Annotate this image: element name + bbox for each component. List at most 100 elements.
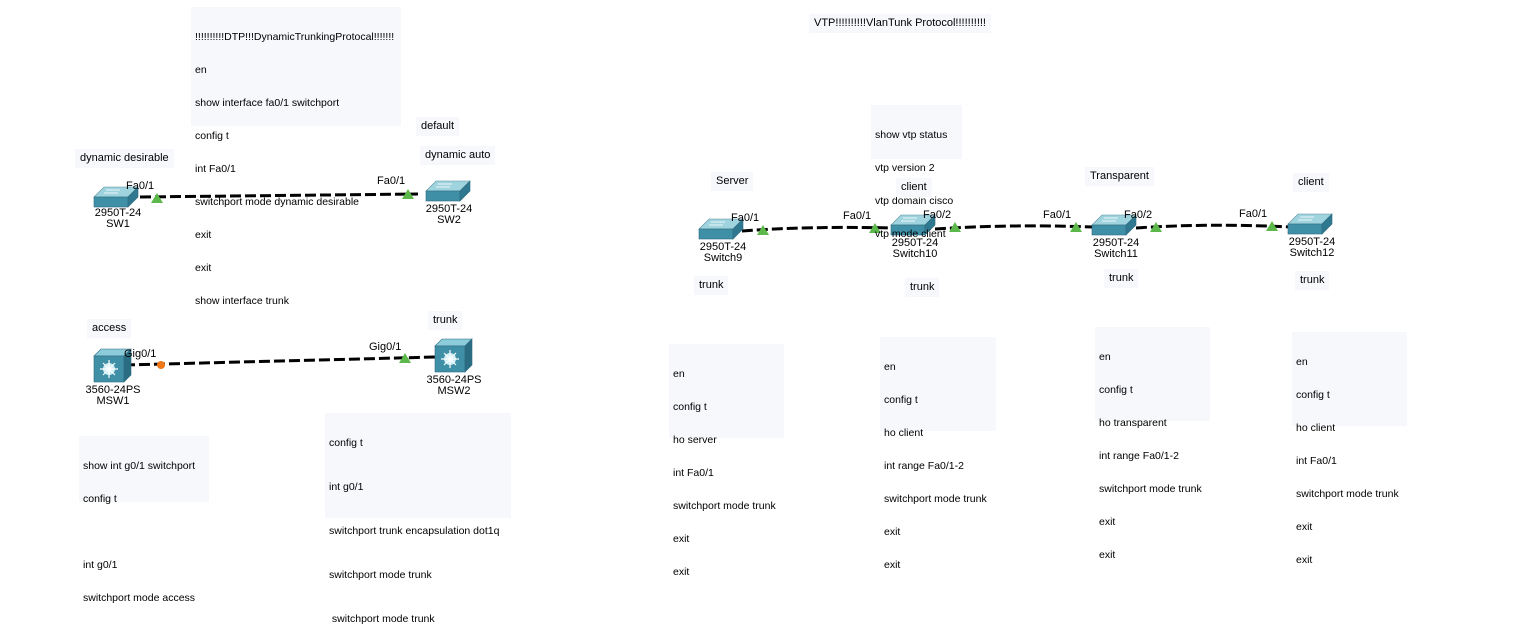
- dtp-command-note[interactable]: !!!!!!!!!!DTP!!!DynamicTrunkingProtocal!…: [191, 7, 401, 307]
- vtp-status-command: vtp domain cisco: [875, 195, 954, 207]
- client2-command: exit: [1296, 521, 1313, 533]
- server-command: ho server: [673, 434, 717, 446]
- port-label-switch11-right: Fa0/2: [1124, 209, 1153, 221]
- dtp-command: en: [195, 64, 207, 76]
- transparent-command: exit: [1099, 549, 1116, 561]
- label-default[interactable]: default: [416, 117, 460, 136]
- server-command: int Fa0/1: [673, 467, 714, 479]
- link-sw1-sw2: [139, 192, 419, 199]
- access-command: switchport mode access: [83, 592, 196, 604]
- dtp-command: show interface trunk: [195, 295, 289, 307]
- client-command: config t: [884, 394, 918, 406]
- caption-switch10: 2950T-24 Switch10: [892, 238, 938, 260]
- device-model: 2950T-24: [699, 241, 747, 253]
- device-name: MSW2: [437, 385, 471, 397]
- label-trunk-switch11[interactable]: trunk: [1104, 269, 1139, 288]
- transparent-command: switchport mode trunk: [1099, 483, 1202, 495]
- vtp-status-command: vtp mode client: [875, 228, 946, 240]
- dtp-title: !!!!!!!!!!DTP!!!DynamicTrunkingProtocal!…: [195, 31, 395, 43]
- transparent-command-note[interactable]: en config t ho transparent int range Fa0…: [1095, 327, 1210, 561]
- vtp-status-command: show vtp status: [875, 129, 948, 141]
- caption-sw1: 2950T-24 SW1: [95, 208, 141, 230]
- topology-canvas: [93, 180, 1333, 383]
- transparent-command: exit: [1099, 516, 1116, 528]
- port-label-sw2: Fa0/1: [377, 175, 406, 187]
- client2-command: config t: [1296, 389, 1330, 401]
- client-command: int range Fa0/1-2: [884, 460, 964, 472]
- port-label-sw1: Fa0/1: [126, 180, 155, 192]
- client2-command: exit: [1296, 554, 1313, 566]
- label-role-client-2[interactable]: client: [1293, 173, 1329, 192]
- switch12-icon[interactable]: [1287, 213, 1333, 235]
- server-command: en: [673, 368, 685, 380]
- label-trunk-switch9[interactable]: trunk: [694, 276, 729, 295]
- device-model: 2950T-24: [94, 207, 142, 219]
- client2-command: switchport mode trunk: [1296, 488, 1399, 500]
- device-model: 2950T-24: [1092, 237, 1140, 249]
- device-model: 2950T-24: [1288, 236, 1336, 248]
- label-access[interactable]: access: [87, 319, 132, 338]
- client2-command-note[interactable]: en config t ho client int Fa0/1 switchpo…: [1292, 332, 1407, 566]
- port-label-switch12: Fa0/1: [1239, 208, 1268, 220]
- trunk-command: switchport trunk encapsulation dot1q: [329, 525, 500, 537]
- device-model: 3560-24PS: [426, 374, 482, 386]
- vtp-status-note[interactable]: show vtp status vtp version 2 vtp domain…: [871, 105, 962, 240]
- device-name: SW1: [106, 218, 130, 230]
- vtp-status-command: vtp version 2: [875, 162, 935, 174]
- transparent-command: ho transparent: [1099, 417, 1167, 429]
- port-label-switch10-right: Fa0/2: [923, 209, 952, 221]
- server-command: exit: [673, 533, 690, 545]
- access-command: int g0/1: [83, 559, 118, 571]
- switch-sw2-icon[interactable]: [425, 180, 471, 202]
- multilayer-switch-msw2-icon[interactable]: [434, 338, 473, 373]
- label-role-client[interactable]: client: [896, 178, 932, 197]
- vtp-title[interactable]: VTP!!!!!!!!!!VlanTunk Protocol!!!!!!!!!!: [809, 14, 991, 33]
- dtp-command: switchport mode dynamic desirable: [195, 196, 359, 208]
- label-role-server[interactable]: Server: [711, 172, 754, 191]
- caption-switch11: 2950T-24 Switch11: [1093, 238, 1139, 260]
- caption-msw2: 3560-24PS MSW2: [426, 375, 481, 397]
- label-dynamic-auto[interactable]: dynamic auto: [420, 146, 496, 165]
- client-command: ho client: [884, 427, 924, 439]
- access-command: show int g0/1 switchport: [83, 460, 196, 472]
- server-command: exit: [673, 566, 690, 578]
- dtp-command: exit: [195, 262, 212, 274]
- trunk-command-note[interactable]: config t int g0/1 switchport trunk encap…: [325, 413, 511, 625]
- trunk-command: int g0/1: [329, 481, 364, 493]
- trunk-command: config t: [329, 437, 363, 449]
- caption-switch12: 2950T-24 Switch12: [1289, 237, 1335, 259]
- label-trunk-switch12[interactable]: trunk: [1295, 271, 1330, 290]
- access-command-note[interactable]: show int g0/1 switchport config t int g0…: [79, 436, 209, 604]
- label-dynamic-desirable[interactable]: dynamic desirable: [75, 149, 174, 168]
- client-command: exit: [884, 559, 901, 571]
- dtp-command: show interface fa0/1 switchport: [195, 97, 340, 109]
- client-command: exit: [884, 526, 901, 538]
- server-command: config t: [673, 401, 707, 413]
- label-trunk-switch10[interactable]: trunk: [905, 278, 940, 297]
- link-switch9-switch10: [741, 225, 894, 233]
- caption-switch9: 2950T-24 Switch9: [700, 242, 746, 264]
- label-role-transparent[interactable]: Transparent: [1085, 167, 1154, 186]
- link-status-msw1: [157, 361, 165, 369]
- client2-command: ho client: [1296, 422, 1336, 434]
- dtp-command: exit: [195, 229, 212, 241]
- device-name: Switch11: [1094, 248, 1138, 260]
- client-command: switchport mode trunk: [884, 493, 987, 505]
- port-label-msw1: Gig0/1: [124, 348, 157, 360]
- client-command-note[interactable]: en config t ho client int range Fa0/1-2 …: [880, 337, 996, 571]
- transparent-command: int range Fa0/1-2: [1099, 450, 1179, 462]
- server-command-note[interactable]: en config t ho server int Fa0/1 switchpo…: [669, 344, 784, 578]
- dtp-command: config t: [195, 130, 229, 142]
- label-trunk-msw[interactable]: trunk: [428, 311, 463, 330]
- device-model: 2950T-24: [891, 237, 939, 249]
- trunk-command: switchport mode trunk: [329, 569, 432, 581]
- device-name: SW2: [437, 214, 461, 226]
- device-name: Switch12: [1289, 247, 1335, 259]
- transparent-command: en: [1099, 351, 1111, 363]
- dtp-command: int Fa0/1: [195, 163, 236, 175]
- client-command: en: [884, 361, 896, 373]
- client2-command: int Fa0/1: [1296, 455, 1337, 467]
- device-model: 3560-24PS: [85, 384, 141, 396]
- transparent-command: config t: [1099, 384, 1133, 396]
- client2-command: en: [1296, 356, 1308, 368]
